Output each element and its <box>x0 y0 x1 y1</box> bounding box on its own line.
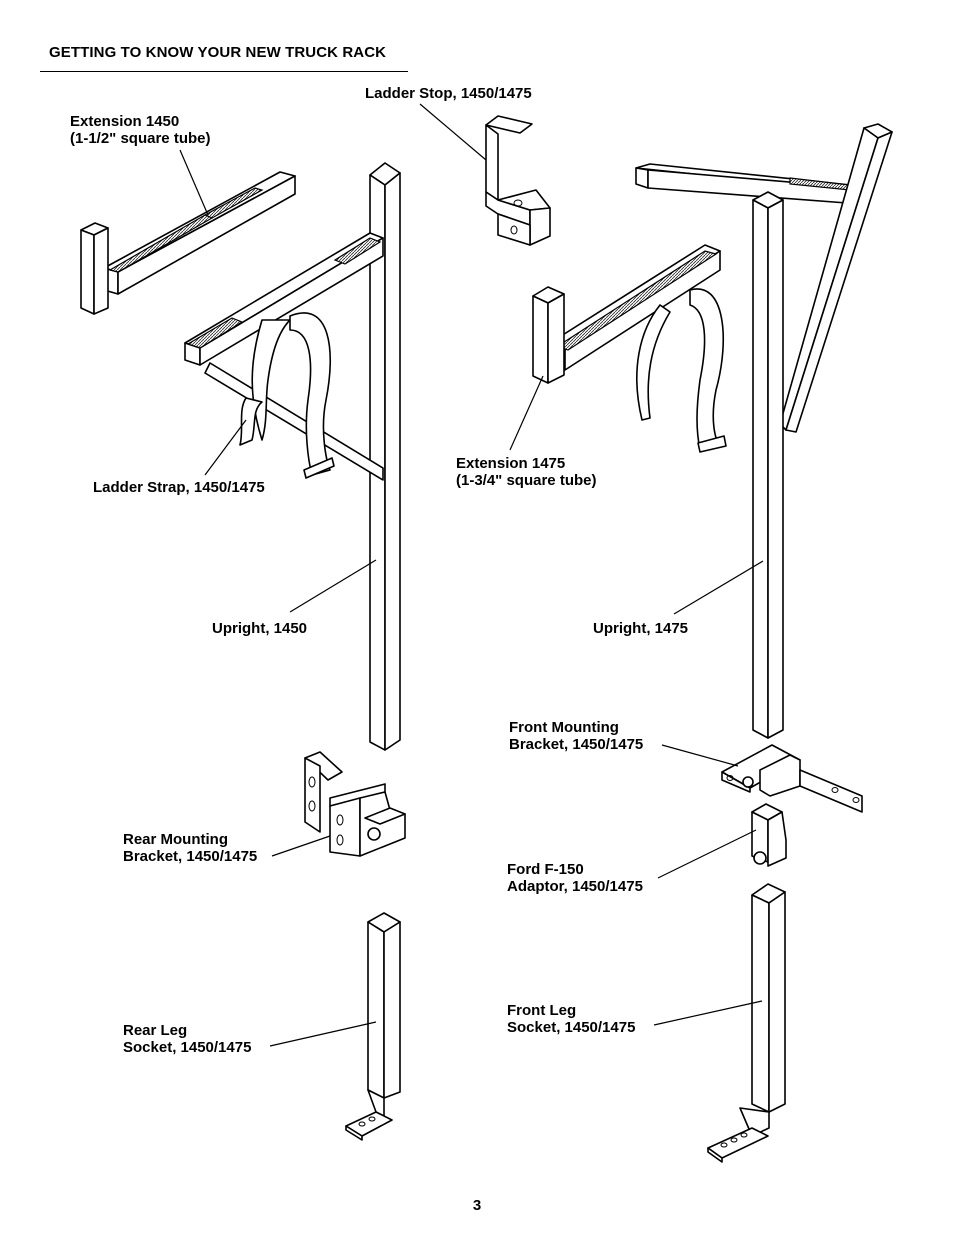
page-heading: GETTING TO KNOW YOUR NEW TRUCK RACK <box>49 44 387 61</box>
ford-adaptor-drawing <box>751 803 787 867</box>
rear-mounting-bracket-drawing <box>304 751 406 857</box>
label-ladder-strap: Ladder Strap, 1450/1475 <box>93 479 265 496</box>
upright-1475-drawing <box>635 123 893 739</box>
front-leg-socket-drawing <box>707 883 786 1163</box>
rear-leg-socket-drawing <box>345 912 401 1141</box>
page-number: 3 <box>472 1197 482 1214</box>
upright-1450-drawing <box>184 162 401 751</box>
label-upright-1475: Upright, 1475 <box>593 620 689 637</box>
label-extension-1475: Extension 1475(1-3/4" square tube) <box>456 455 597 489</box>
label-upright-1450: Upright, 1450 <box>212 620 308 637</box>
label-ladder-stop: Ladder Stop, 1450/1475 <box>365 85 532 102</box>
ladder-stop-drawing <box>485 115 551 246</box>
front-mounting-bracket-drawing <box>721 744 863 813</box>
extension-1450-drawing <box>80 171 296 315</box>
heading-underline <box>40 71 408 72</box>
label-extension-1450: Extension 1450(1-1/2" square tube) <box>70 113 211 147</box>
extension-1475-drawing <box>532 244 727 453</box>
leader-lines <box>179 103 764 1047</box>
